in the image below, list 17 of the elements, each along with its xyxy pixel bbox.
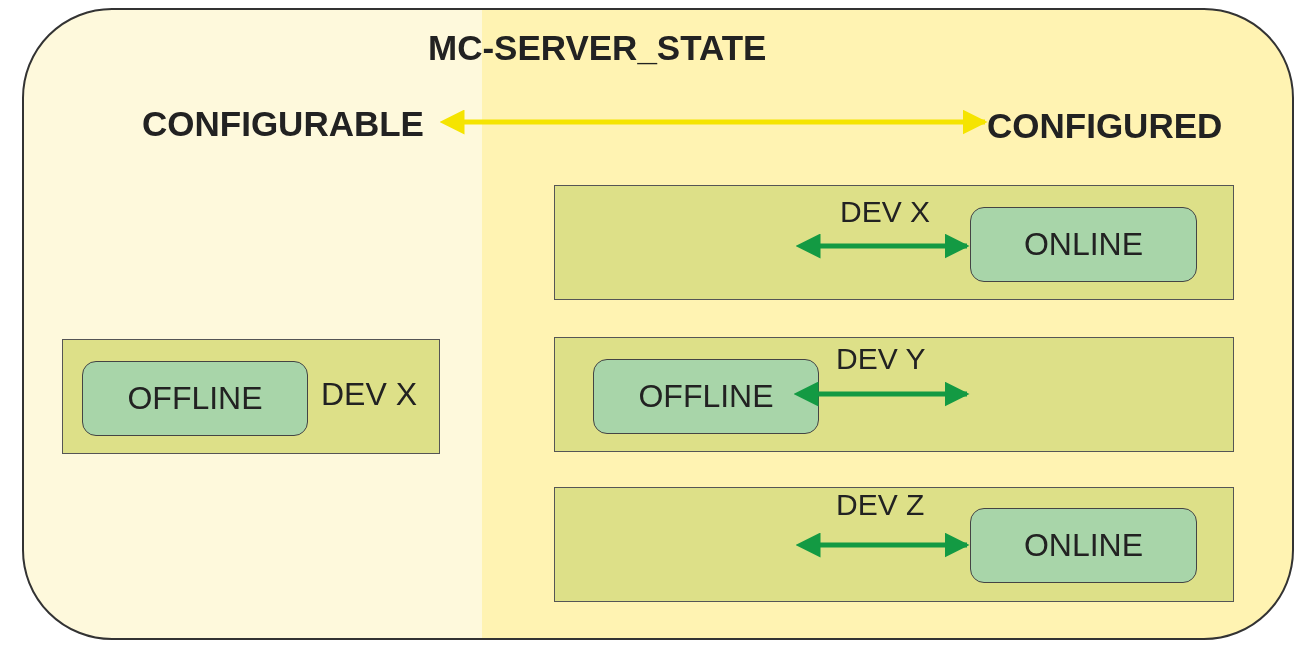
state-heading: CONFIGURED (987, 102, 1262, 150)
status-box: OFFLINE (593, 359, 819, 434)
state-region (22, 8, 1294, 640)
status-box: ONLINE (970, 508, 1197, 583)
double-arrow (439, 109, 988, 135)
state-heading: CONFIGURABLE (142, 100, 464, 148)
device-panel (554, 487, 1234, 602)
status-box: ONLINE (970, 207, 1197, 282)
double-arrow (793, 381, 970, 407)
device-panel (62, 339, 440, 454)
device-panel (554, 337, 1234, 452)
status-box: OFFLINE (82, 361, 308, 436)
double-arrow (795, 532, 970, 558)
region-label: MC-SERVER_STATE (428, 28, 767, 68)
device-panel (554, 185, 1234, 300)
device-label: DEV X (321, 376, 418, 413)
double-arrow (795, 233, 970, 259)
